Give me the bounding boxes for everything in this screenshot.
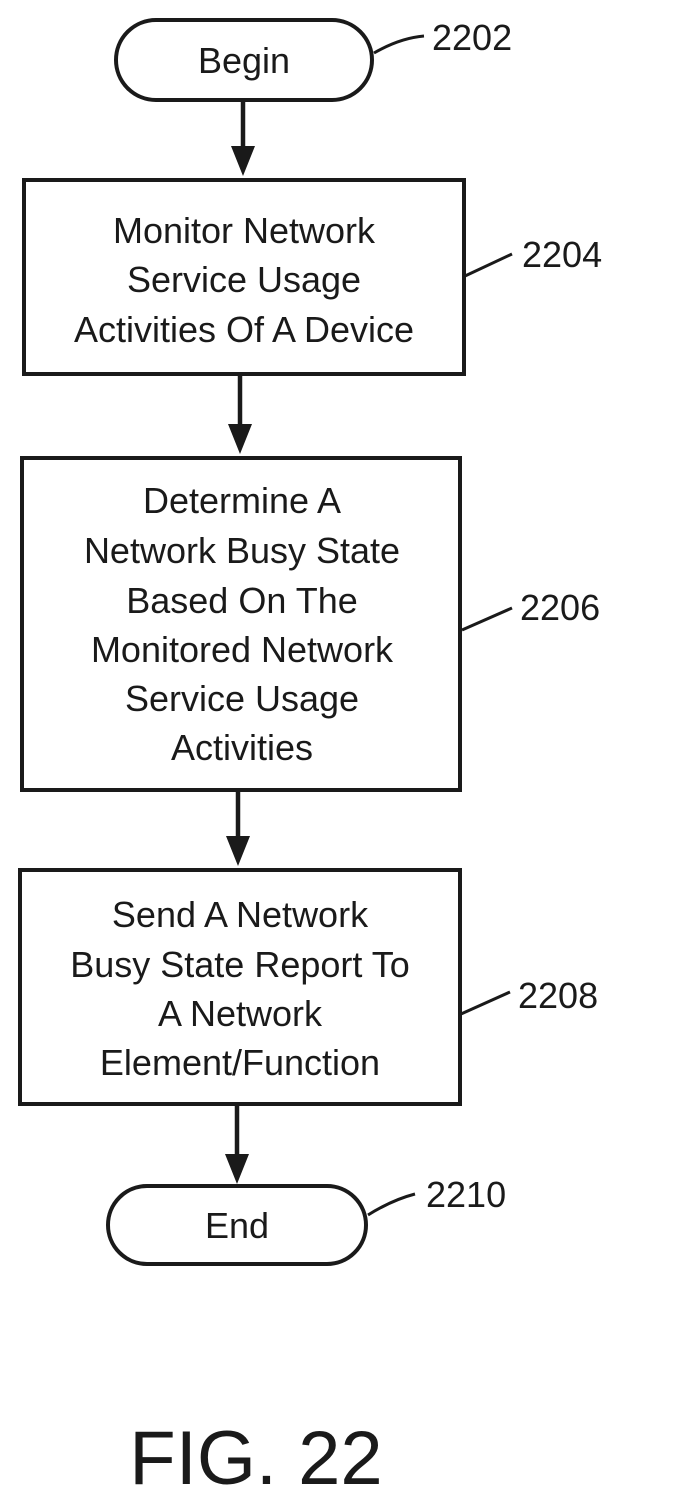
ref-2202-leader (373, 34, 425, 55)
determine-line-4: Monitored Network (91, 629, 394, 670)
arrowhead-send-end (225, 1154, 249, 1184)
send-line-4: Element/Function (100, 1042, 380, 1083)
determine-line-5: Service Usage (125, 678, 359, 719)
begin-label: Begin (198, 40, 290, 81)
end-label: End (205, 1205, 269, 1246)
determine-line-2: Network Busy State (84, 530, 400, 571)
arrowhead-begin-monitor (231, 146, 255, 176)
end-terminal: End (106, 1184, 368, 1266)
arrowhead-determine-send (226, 836, 250, 866)
arrowhead-monitor-determine (228, 424, 252, 454)
monitor-line-3: Activities Of A Device (74, 309, 414, 350)
determine-line-1: Determine A (143, 480, 341, 521)
monitor-line-1: Monitor Network (113, 210, 376, 251)
send-line-3: A Network (158, 993, 323, 1034)
monitor-process-box (22, 178, 466, 376)
ref-2210-leader (367, 1192, 416, 1217)
ref-2210: 2210 (426, 1174, 506, 1215)
determine-process: Determine A Network Busy State Based On … (20, 456, 462, 792)
monitor-line-2: Service Usage (127, 259, 361, 300)
ref-2204: 2204 (522, 234, 602, 275)
send-line-2: Busy State Report To (70, 944, 410, 985)
determine-line-6: Activities (171, 727, 313, 768)
monitor-process: Monitor Network Service Usage Activities… (22, 178, 466, 376)
ref-2206-leader (461, 606, 513, 632)
send-process-box (18, 868, 462, 1106)
ref-2206: 2206 (520, 587, 600, 628)
figure-caption: FIG. 22 (129, 1416, 382, 1500)
send-process: Send A Network Busy State Report To A Ne… (18, 868, 462, 1106)
send-line-1: Send A Network (112, 894, 369, 935)
end-terminal-shape (106, 1184, 368, 1266)
ref-2208-leader (460, 990, 511, 1016)
ref-2208: 2208 (518, 975, 598, 1016)
ref-2202: 2202 (432, 17, 512, 58)
begin-terminal: Begin (114, 18, 374, 102)
determine-process-box (20, 456, 462, 792)
determine-line-3: Based On The (126, 580, 358, 621)
ref-2204-leader (464, 252, 513, 278)
